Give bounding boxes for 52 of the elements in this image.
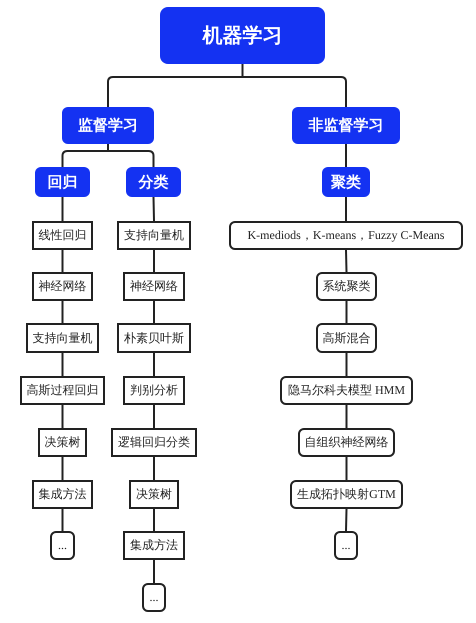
method-box: 高斯过程回归 xyxy=(20,376,105,405)
method-box: K-mediods，K-means，Fuzzy C-Means xyxy=(229,221,463,250)
method-box: 神经网络 xyxy=(123,272,185,301)
method-box: 决策树 xyxy=(38,428,87,457)
connector-line xyxy=(153,301,155,323)
connector-line xyxy=(153,560,155,583)
connector-line xyxy=(153,509,155,531)
method-box: 支持向量机 xyxy=(26,323,99,353)
connector-line xyxy=(345,197,347,221)
connector-line xyxy=(153,250,155,272)
subcategory-box: 聚类 xyxy=(322,167,370,197)
ellipsis-box: ... xyxy=(142,583,166,612)
connector-line xyxy=(62,457,64,480)
method-box: 生成拓扑映射GTM xyxy=(290,480,403,509)
connector-line xyxy=(62,301,64,323)
main-topic-box: 机器学习 xyxy=(160,7,325,64)
method-box: 决策树 xyxy=(129,480,179,509)
ellipsis-box: ... xyxy=(334,531,358,560)
method-box: 自组织神经网络 xyxy=(298,428,395,457)
method-box: 判别分析 xyxy=(123,376,185,405)
connector-line xyxy=(153,353,155,376)
method-box: 朴素贝叶斯 xyxy=(117,323,191,353)
method-box: 支持向量机 xyxy=(117,221,191,250)
category-box: 非监督学习 xyxy=(292,107,400,144)
method-box: 集成方法 xyxy=(123,531,185,560)
category-box: 监督学习 xyxy=(62,107,154,144)
method-box: 高斯混合 xyxy=(316,323,377,353)
connector-line xyxy=(62,509,64,531)
connector-line xyxy=(346,457,348,480)
method-box: 逻辑回归分类 xyxy=(111,428,197,457)
connector-line xyxy=(346,301,348,323)
connector-line xyxy=(62,197,64,221)
connector-line xyxy=(62,250,64,272)
subcategory-box: 回归 xyxy=(35,167,90,197)
connector-line xyxy=(346,353,348,376)
ellipsis-box: ... xyxy=(50,531,75,560)
connector-line xyxy=(62,405,64,428)
connector-line xyxy=(242,64,347,107)
method-box: 神经网络 xyxy=(32,272,93,301)
method-box: 集成方法 xyxy=(32,480,93,509)
connector-line xyxy=(153,405,155,428)
connector-line xyxy=(62,353,64,376)
connector-line xyxy=(345,144,347,167)
connector-line xyxy=(346,405,348,428)
connector-line xyxy=(345,250,348,272)
connector-line xyxy=(345,508,348,532)
subcategory-box: 分类 xyxy=(126,167,181,197)
method-box: 系统聚类 xyxy=(316,272,377,301)
method-box: 线性回归 xyxy=(32,221,93,250)
connector-line xyxy=(152,196,155,222)
method-box: 隐马尔科夫模型 HMM xyxy=(280,376,413,405)
connector-line xyxy=(153,457,155,480)
